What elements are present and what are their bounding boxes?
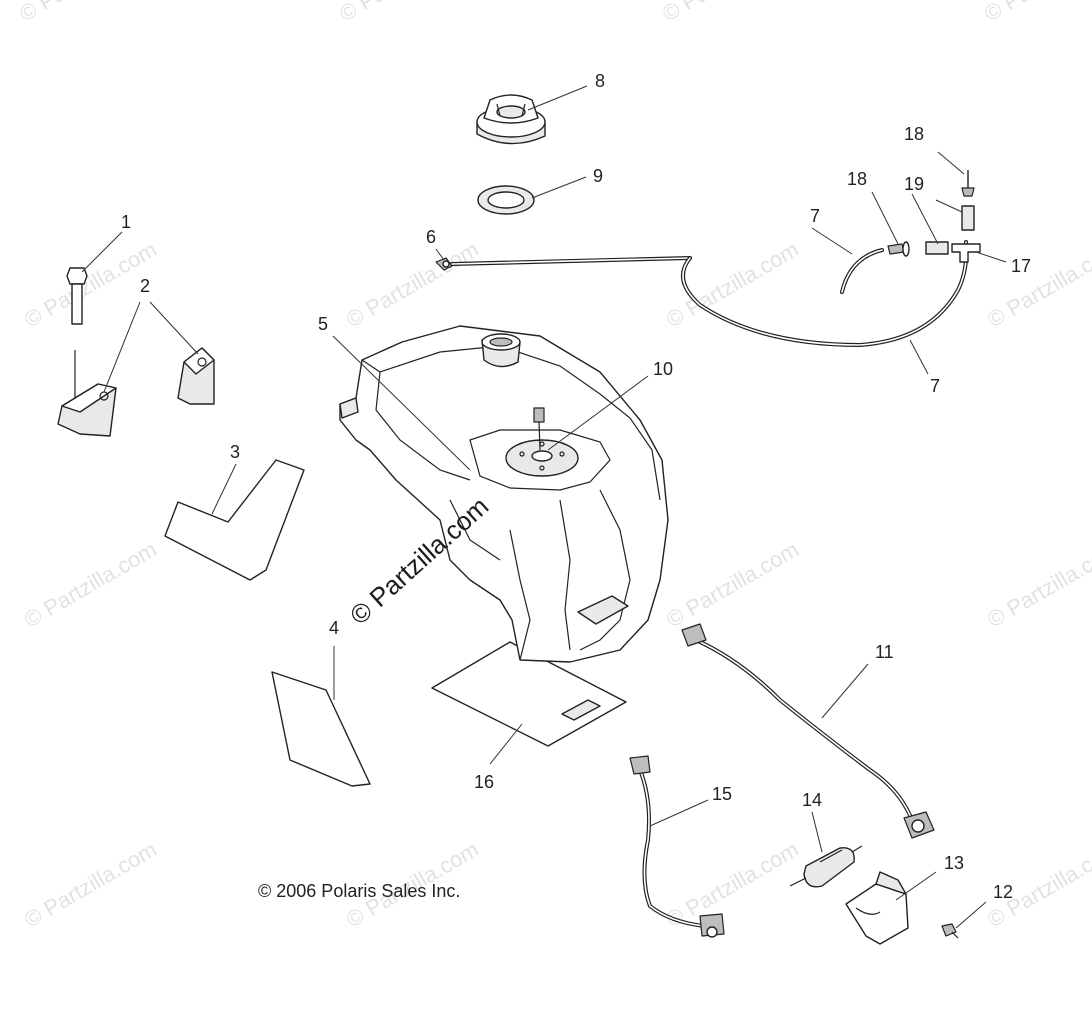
part-cap-gasket[interactable]: [477, 185, 535, 215]
watermark: © Partzilla.com: [980, 0, 1092, 26]
callout-6[interactable]: 6: [426, 227, 436, 247]
callout-4[interactable]: 4: [329, 618, 339, 638]
callouts: 1 2 3 4 5 6 7 7 8 9 10 11 12 13 14 15 16…: [121, 71, 1031, 902]
callout-1[interactable]: 1: [121, 212, 131, 232]
part-base-pad[interactable]: [431, 641, 627, 747]
part-brackets[interactable]: [57, 347, 215, 437]
callout-9[interactable]: 9: [593, 166, 603, 186]
callout-10[interactable]: 10: [653, 359, 673, 379]
callout-5[interactable]: 5: [318, 314, 328, 334]
part-filter-bracket[interactable]: [845, 871, 909, 945]
part-vent-fittings[interactable]: [887, 170, 981, 263]
callout-18-mid[interactable]: 18: [847, 169, 867, 189]
watermark: © Partzilla.com: [658, 0, 799, 26]
callout-7-upper[interactable]: 7: [810, 206, 820, 226]
watermark: © Partzilla.com: [15, 0, 156, 26]
part-fuel-pump[interactable]: [519, 441, 565, 471]
part-side-pad[interactable]: [271, 671, 371, 787]
watermark: © Partzilla.com: [342, 237, 483, 333]
watermark: © Partzilla.com: [662, 537, 803, 633]
callout-3[interactable]: 3: [230, 442, 240, 462]
part-screw[interactable]: [941, 923, 959, 939]
part-fuel-line-short[interactable]: [629, 755, 725, 938]
callout-14[interactable]: 14: [802, 790, 822, 810]
part-l-pad[interactable]: [164, 459, 305, 581]
callout-2[interactable]: 2: [140, 276, 150, 296]
watermark: © Partzilla.com: [983, 237, 1092, 333]
leader-lines: [81, 85, 1007, 929]
part-fuel-tank[interactable]: [339, 325, 669, 663]
callout-11[interactable]: 11: [875, 642, 894, 662]
callout-19[interactable]: 19: [904, 174, 924, 194]
copyright-text: © 2006 Polaris Sales Inc.: [258, 881, 460, 901]
callout-13[interactable]: 13: [944, 853, 964, 873]
part-hose-clamp[interactable]: [435, 257, 453, 271]
watermark: © Partzilla.com: [983, 537, 1092, 633]
part-fuel-line-long[interactable]: [681, 623, 935, 839]
callout-18-top[interactable]: 18: [904, 124, 924, 144]
watermark: © Partzilla.com: [20, 537, 161, 633]
callout-15[interactable]: 15: [712, 784, 732, 804]
callout-7-lower[interactable]: 7: [930, 376, 940, 396]
callout-17[interactable]: 17: [1011, 256, 1031, 276]
watermark: © Partzilla.com: [662, 837, 803, 933]
part-vent-hose[interactable]: [450, 240, 969, 348]
watermark: © Partzilla.com: [20, 837, 161, 933]
callout-8[interactable]: 8: [595, 71, 605, 91]
callout-16[interactable]: 16: [474, 772, 494, 792]
watermark: © Partzilla.com: [335, 0, 476, 26]
callout-12[interactable]: 12: [993, 882, 1013, 902]
part-fuel-filter[interactable]: [789, 845, 863, 888]
part-fuel-cap[interactable]: [476, 94, 546, 145]
